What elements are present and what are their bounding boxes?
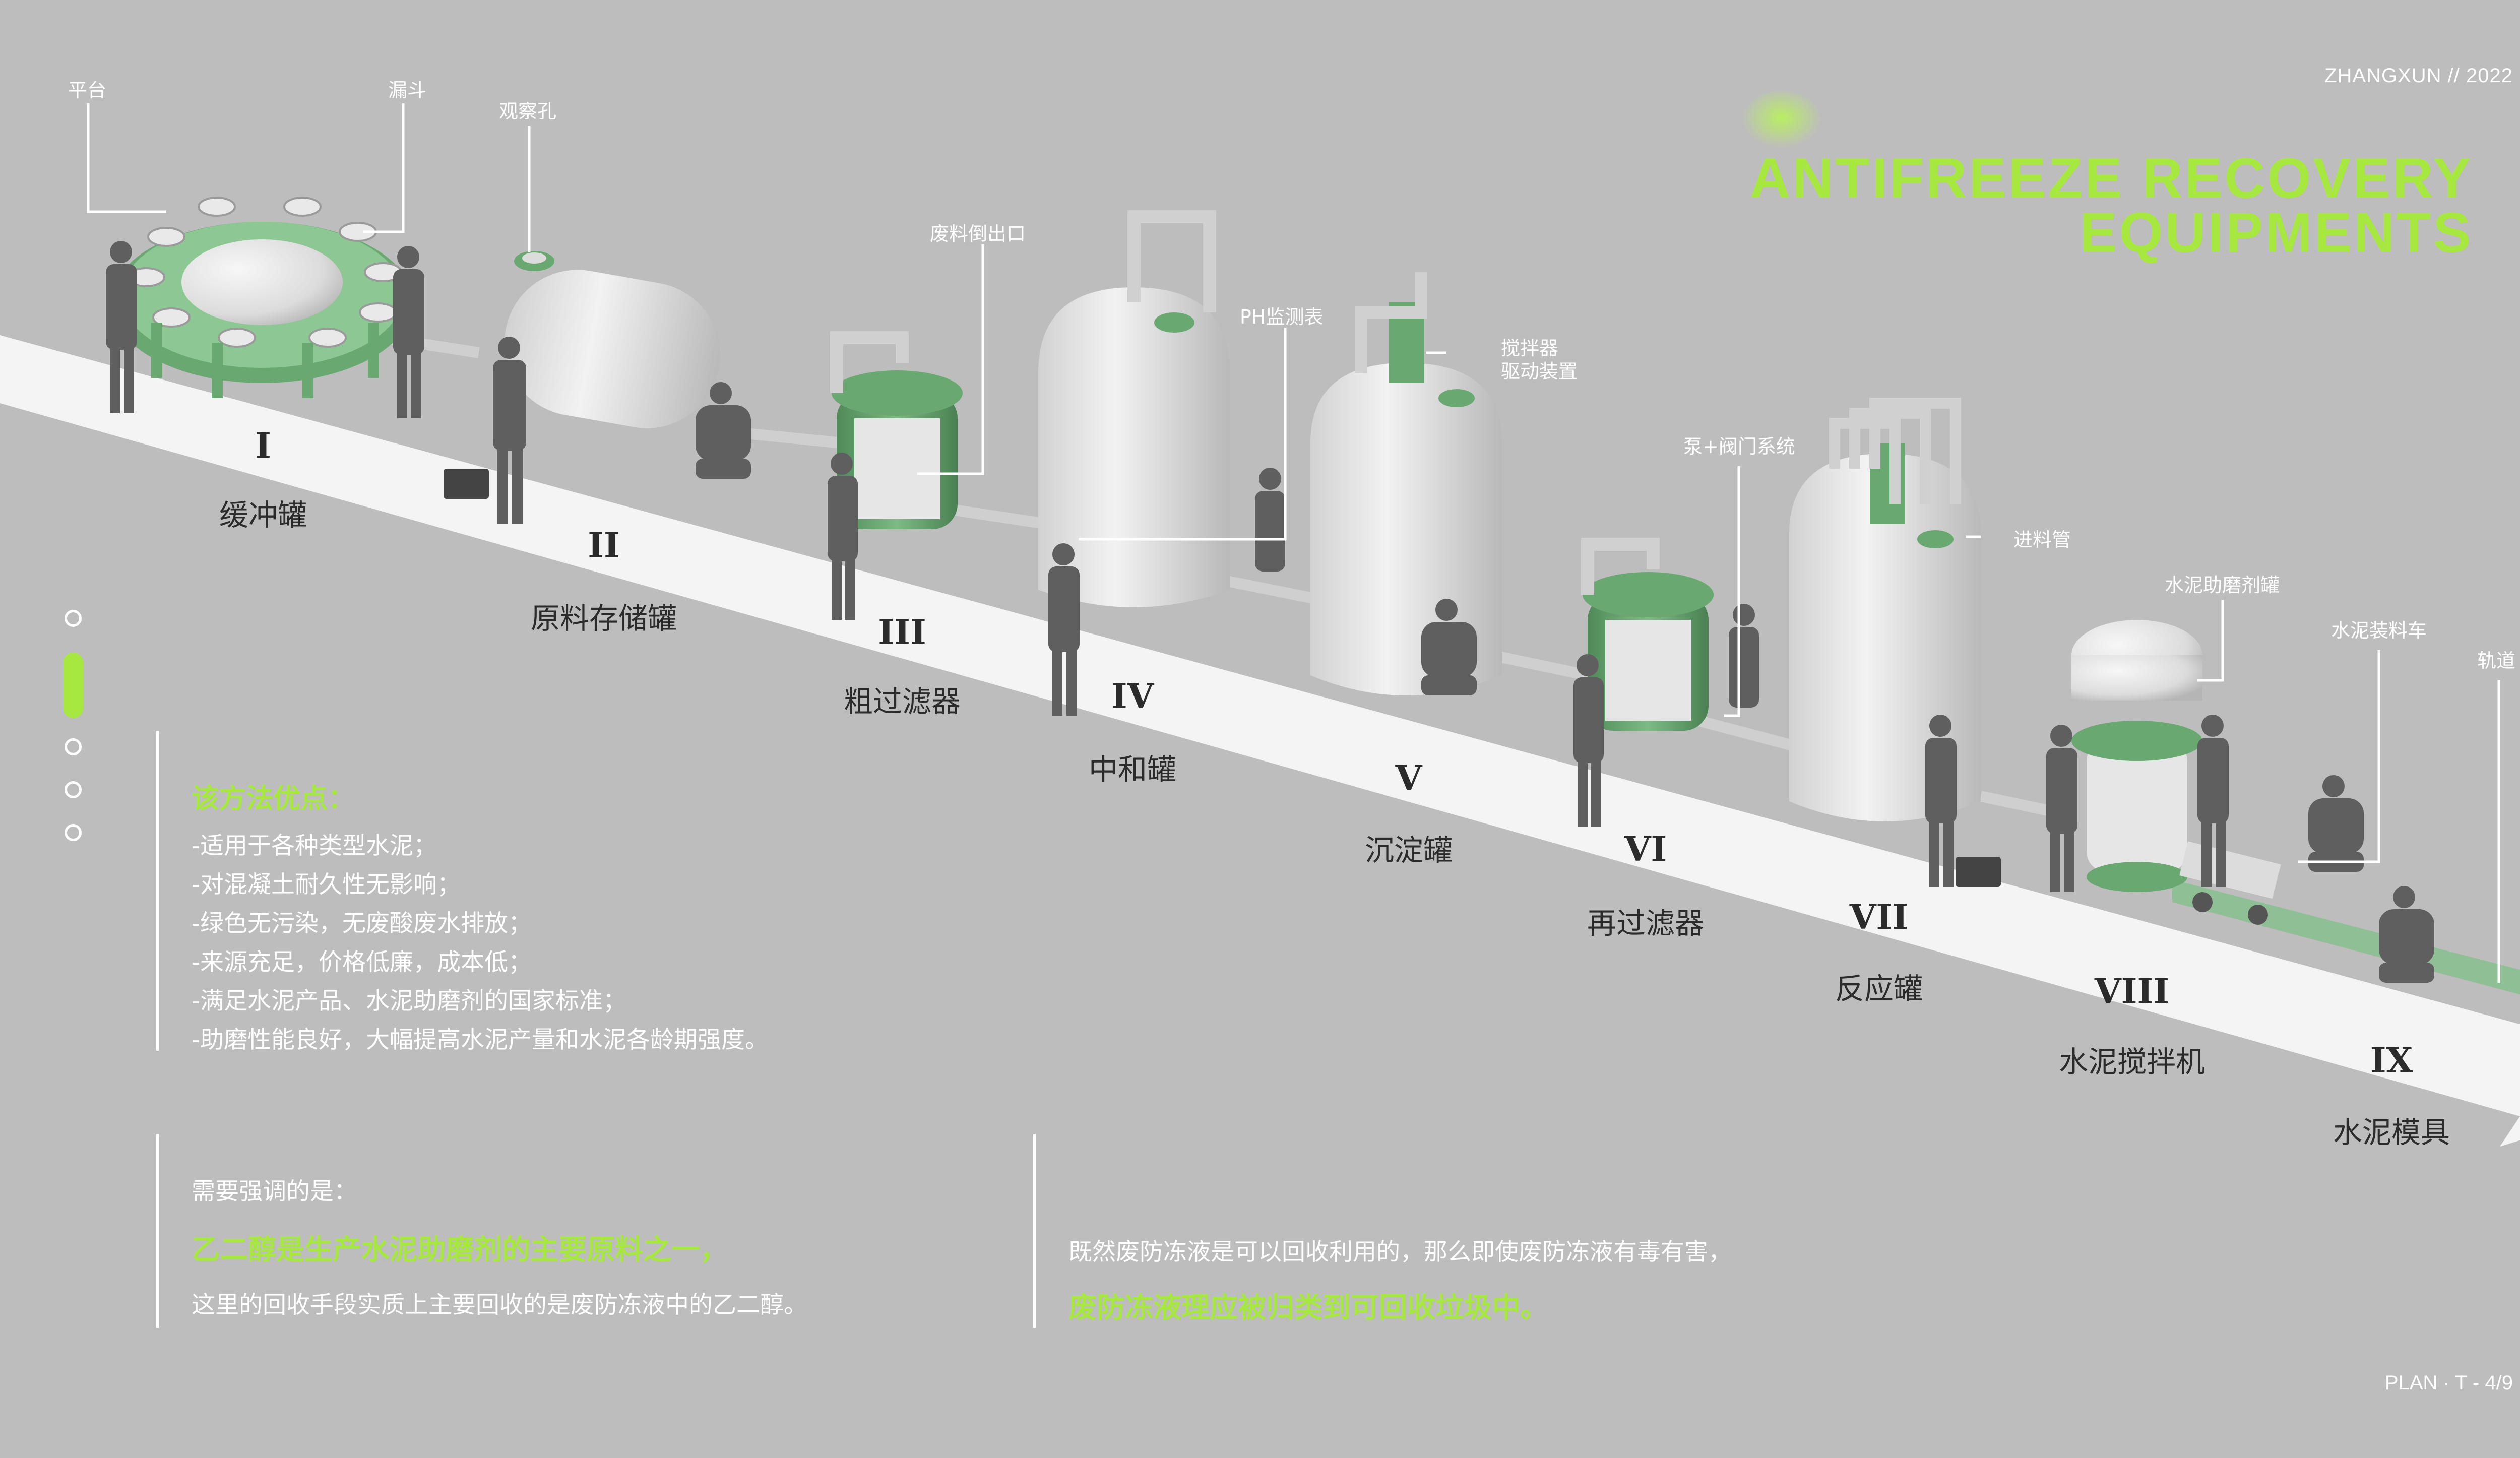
callout-funnel: 漏斗 xyxy=(388,79,427,101)
callout-ph-meter: PH监测表 xyxy=(1240,306,1324,328)
stage-2-numeral: II xyxy=(588,526,620,566)
page-title: ANTIFREEZE RECOVERY EQUIPMENTS xyxy=(1749,147,2473,264)
raw-material-storage-tank xyxy=(504,251,720,428)
stage-5-numeral: V xyxy=(1395,758,1422,799)
coarse-filter xyxy=(830,331,963,529)
stage-1-numeral: I xyxy=(255,426,271,466)
worker-silhouettes xyxy=(106,241,2434,983)
emphasis-highlight: 乙二醇是生产水泥助磨剂的主要原料之一， xyxy=(192,1234,728,1266)
title-glow xyxy=(1741,91,1822,151)
callout-track: 轨道 xyxy=(2477,650,2516,672)
advantage-item: -对混凝土耐久性无影响； xyxy=(192,871,461,899)
emphasis-intro: 需要强调的是： xyxy=(192,1178,357,1206)
brand-signature: ZHANGXUN // 2022 xyxy=(2324,65,2513,87)
callout-feed-pipe: 进料管 xyxy=(2013,529,2071,551)
neutralization-tank xyxy=(1038,210,1230,607)
emphasis-detail: 这里的回收手段实质上主要回收的是废防冻液中的乙二醇。 xyxy=(192,1291,807,1319)
recycle-highlight: 废防冻液理应被归类到可回收垃圾中。 xyxy=(1068,1292,1548,1324)
cement-mixer xyxy=(2071,620,2202,892)
callout-viewport: 观察孔 xyxy=(499,100,557,122)
advantages-title: 该方法优点： xyxy=(192,783,355,814)
stage-9-numeral: IX xyxy=(2370,1041,2413,1081)
callout-platform: 平台 xyxy=(68,79,107,101)
nav-dot-2-active[interactable] xyxy=(63,653,83,718)
stage-1-label: 缓冲罐 xyxy=(219,498,307,532)
callout-pump-valve: 泵+阀门系统 xyxy=(1683,435,1795,458)
advantage-item: -来源充足，价格低廉，成本低； xyxy=(192,948,532,976)
notes-rule-left xyxy=(156,1134,159,1328)
stage-3-label: 粗过滤器 xyxy=(843,684,961,719)
stage-6-numeral: VI xyxy=(1624,829,1667,869)
advantage-item: -绿色无污染，无废酸废水排放； xyxy=(192,910,532,937)
nav-dot-5[interactable] xyxy=(65,824,82,841)
buffer-tank-platform xyxy=(111,197,413,398)
nav-dot-3[interactable] xyxy=(65,738,82,755)
callout-agitator-1: 搅拌器 xyxy=(1501,337,1559,359)
nav-dot-4[interactable] xyxy=(65,781,82,798)
advantages-rule xyxy=(156,731,159,1051)
process-arrow xyxy=(0,335,2520,1147)
stage-8-numeral: VIII xyxy=(2094,972,2170,1012)
advantages-list: -适用于各种类型水泥； -对混凝土耐久性无影响； -绿色无污染，无废酸废水排放；… xyxy=(192,827,769,1059)
recycle-statement: 既然废防冻液是可以回收利用的，那么即使废防冻液有毒有害， xyxy=(1068,1238,1732,1266)
advantage-item: -满足水泥产品、水泥助磨剂的国家标准； xyxy=(192,987,626,1015)
advantage-item: -助磨性能良好，大幅提高水泥产量和水泥各龄期强度。 xyxy=(192,1026,769,1054)
stage-5-label: 沉淀罐 xyxy=(1364,833,1453,867)
callout-leaders xyxy=(87,103,2500,983)
advantage-item: -适用于各种类型水泥； xyxy=(192,832,437,860)
toolbox-icons xyxy=(444,469,2001,887)
stage-7-numeral: VII xyxy=(1849,897,1909,937)
callout-waste-outlet: 废料倒出口 xyxy=(930,223,1026,245)
stage-3-numeral: III xyxy=(878,612,926,653)
stage-4-numeral: IV xyxy=(1111,676,1154,717)
stage-7-label: 反应罐 xyxy=(1835,972,1923,1006)
stage-6-label: 再过滤器 xyxy=(1587,906,1704,940)
callout-grinding-aid-tank: 水泥助磨剂罐 xyxy=(2165,574,2280,596)
notes-rule-right xyxy=(1033,1134,1036,1328)
stage-8-label: 水泥搅拌机 xyxy=(2058,1045,2205,1079)
title-line-2: EQUIPMENTS xyxy=(2079,201,2473,264)
nav-dot-1[interactable] xyxy=(65,610,82,627)
stage-4-label: 中和罐 xyxy=(1088,752,1176,787)
stage-9-label: 水泥模具 xyxy=(2333,1115,2450,1150)
callout-cement-cart: 水泥装料车 xyxy=(2331,619,2427,642)
stage-2-label: 原料存储罐 xyxy=(530,601,677,636)
title-line-1: ANTIFREEZE RECOVERY xyxy=(1749,147,2473,210)
callout-agitator-2: 驱动装置 xyxy=(1501,360,1578,383)
re-filter xyxy=(1581,538,1714,731)
page-number: PLAN · T - 4/9 xyxy=(2384,1372,2513,1394)
